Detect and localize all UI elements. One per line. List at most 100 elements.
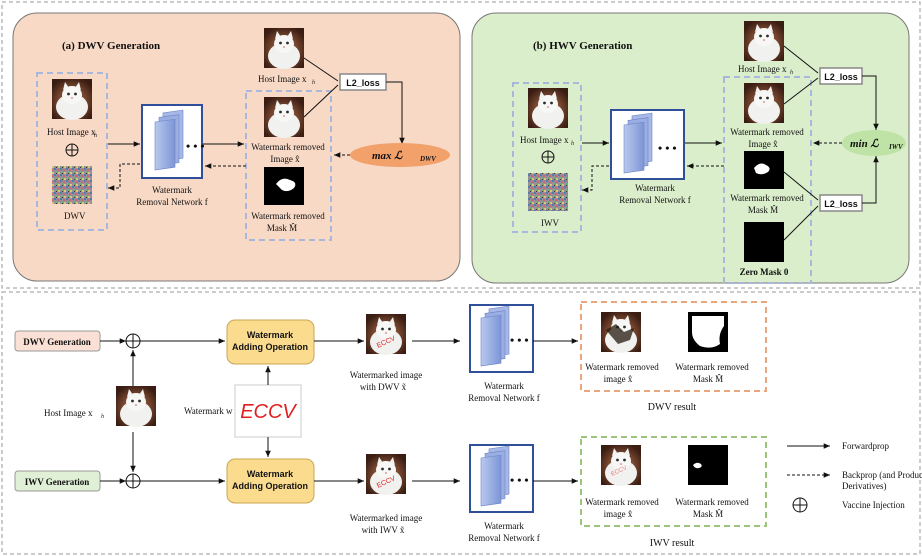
- bottom-net-dwv-1: Watermark: [484, 381, 524, 391]
- hwv-l2loss-label-2: L2_loss: [824, 199, 858, 209]
- dwv-panel-title: (a) DWV Generation: [62, 40, 160, 52]
- hwv-wr-image: [744, 83, 784, 124]
- bottom-net-iwv-dots: • • •: [510, 473, 529, 487]
- hwv-wr-image-1: Watermark removed: [730, 127, 804, 137]
- bottom-net-dwv-2: Removal Network f: [468, 393, 539, 403]
- dwv-wr-mask-1: Watermark removed: [251, 211, 325, 221]
- hwv-host-image-top: [744, 21, 784, 62]
- hwv-host-top-sub: h: [790, 70, 793, 76]
- hwv-wr-image-2: Image x̂: [748, 139, 778, 149]
- adding-op-iwv-1: Watermark: [247, 469, 294, 479]
- hwv-panel-bg: [471, 12, 910, 284]
- dwv-wr-mask-blob: [276, 178, 296, 192]
- iwv-result-mask-blob: [693, 462, 702, 469]
- eccv-watermark-box: [234, 384, 302, 438]
- dwv-wr-image: [264, 97, 304, 138]
- hwv-line-host-loss: [783, 45, 819, 74]
- dwv-arrow-back-noise: [108, 163, 140, 191]
- dwv-objective: max ℒ: [372, 150, 403, 162]
- iwv-result-image: [601, 445, 641, 486]
- hwv-wr-mask-blob: [754, 163, 770, 175]
- hwv-oplus-icon: [541, 150, 555, 164]
- hwv-line-mask-loss: [783, 171, 819, 201]
- dwv-oplus-icon: [65, 143, 79, 157]
- hwv-network-label-2: Removal Network f: [619, 195, 690, 205]
- hwv-l2loss-label-1: L2_loss: [824, 72, 858, 82]
- adding-op-dwv-1: Watermark: [247, 330, 294, 340]
- legend-backprop-1: Backprop (and Produce: [842, 470, 922, 480]
- wm-image-dwv-1: Watermarked image: [350, 370, 423, 380]
- hwv-arrow-back-noise: [582, 165, 609, 193]
- dwv-result-image-artifacts: [606, 324, 634, 344]
- hwv-network-dots: • • •: [658, 141, 677, 155]
- adding-op-iwv-2: Adding Operation: [232, 481, 308, 491]
- dwv-result-group: [580, 301, 767, 392]
- iwv-result-img-1: Watermark removed: [585, 497, 659, 507]
- hwv-network-label-1: Watermark: [635, 183, 675, 193]
- hwv-noise-image: [528, 173, 568, 211]
- hwv-arrow-loss2-objective: [862, 156, 879, 204]
- hwv-objective-sub: IWV: [888, 143, 904, 151]
- legend-backprop-2: Derivatives): [842, 481, 886, 491]
- hwv-wr-mask-2: Mask M̂: [748, 204, 778, 215]
- iwv-result-mask-1: Watermark removed: [675, 497, 749, 507]
- dwv-input-group: [36, 72, 108, 231]
- bottom-host-label: Host Image x: [44, 408, 93, 418]
- hwv-line-wr-loss: [783, 77, 819, 105]
- hwv-zero-mask: [744, 222, 784, 262]
- dwv-network-layers-icon: [154, 109, 184, 171]
- eccv-watermark: ECCV: [240, 401, 297, 423]
- dwv-host-image-top: [264, 28, 304, 69]
- wm-image-dwv-2: with DWV x̃: [360, 382, 407, 392]
- dwv-network-dots: • • •: [186, 139, 205, 153]
- bottom-net-dwv-layers-icon: [480, 305, 510, 367]
- dwv-l2loss-label: L2_loss: [346, 78, 380, 88]
- dwv-result-img-2: image x̂: [604, 374, 633, 384]
- hwv-zero-mask-label: Zero Mask 0: [740, 267, 789, 277]
- bottom-net-dwv-dots: • • •: [510, 333, 529, 347]
- dwv-panel: (a) DWV Generation Host Image x h DWV • …: [12, 12, 461, 282]
- hwv-panel: (b) HWV Generation Host Image x h IWV • …: [471, 12, 910, 284]
- legend: Forwardprop Backprop (and Produce Deriva…: [787, 441, 922, 513]
- hwv-line-zero-loss: [783, 205, 819, 241]
- hwv-host-image-left: [528, 88, 568, 129]
- hwv-input-group: [512, 82, 582, 233]
- dwv-noise-image: [52, 166, 92, 204]
- bottom-pipeline: DWV Generation IWV Generation Host Image…: [14, 301, 767, 549]
- dwv-wr-mask-2: Mask M̂: [267, 222, 297, 233]
- iwv-result-mask-2: Mask M̂: [693, 508, 723, 519]
- hwv-output-group: [723, 76, 812, 284]
- iwv-result-label: IWV result: [650, 538, 695, 549]
- dwv-host-top-label: Host Image x: [258, 74, 307, 84]
- iwv-oplus-bottom-icon: [125, 473, 141, 489]
- iwv-label: IWV: [541, 218, 559, 228]
- dwv-result-img-1: Watermark removed: [585, 362, 659, 372]
- iwv-result-group: [580, 436, 767, 527]
- wm-image-iwv-2: with IWV x̃: [362, 525, 405, 535]
- dwv-result-mask-blob: [692, 316, 724, 348]
- hwv-network-layers-icon: [623, 112, 653, 174]
- bottom-net-iwv-1: Watermark: [484, 521, 524, 531]
- iwv-generation-label: IWV Generation: [25, 477, 90, 487]
- dwv-host-top-sub: h: [312, 80, 315, 86]
- hwv-host-left-label: Host Image x: [520, 135, 569, 145]
- adding-op-dwv-box: [226, 319, 315, 365]
- bottom-host-sub: h: [101, 414, 104, 420]
- hwv-host-top-label: Host Image x: [738, 64, 787, 74]
- bottom-net-iwv-2: Removal Network f: [468, 533, 539, 543]
- dwv-wr-image-2: Image x̂: [270, 154, 300, 164]
- hwv-objective: min ℒ: [850, 138, 879, 150]
- hwv-panel-title: (b) HWV Generation: [533, 40, 632, 52]
- dwv-objective-sub: DWV: [419, 155, 437, 163]
- adding-op-dwv-2: Adding Operation: [232, 342, 308, 352]
- dwv-objective-ellipse: [350, 143, 450, 167]
- dwv-oplus-bottom-icon: [125, 333, 141, 349]
- dwv-line-wr-loss: [303, 84, 339, 118]
- dwv-result-mask-2: Mask M̂: [693, 373, 723, 384]
- bottom-net-iwv-layers-icon: [480, 445, 510, 507]
- wm-image-iwv: [366, 454, 406, 495]
- bottom-host-image: [116, 386, 156, 427]
- dwv-line-host-loss: [303, 57, 339, 82]
- dwv-label: DWV: [64, 211, 86, 221]
